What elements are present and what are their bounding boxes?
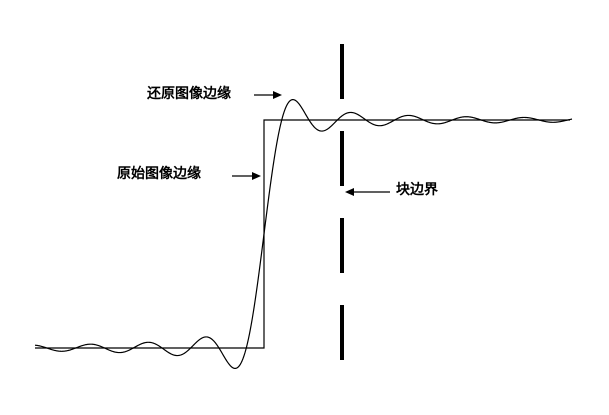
arrow-original-edge: [232, 172, 261, 180]
block-boundary-label: 块边界: [396, 182, 438, 198]
arrow-block-boundary: [345, 188, 390, 196]
original-step-edge: [35, 119, 570, 349]
arrow-restored-edge: [254, 91, 282, 99]
original-edge-label: 原始图像边缘: [117, 166, 201, 182]
restored-edge-label: 还原图像边缘: [147, 86, 231, 102]
restored-edge-curve: [34, 98, 573, 370]
